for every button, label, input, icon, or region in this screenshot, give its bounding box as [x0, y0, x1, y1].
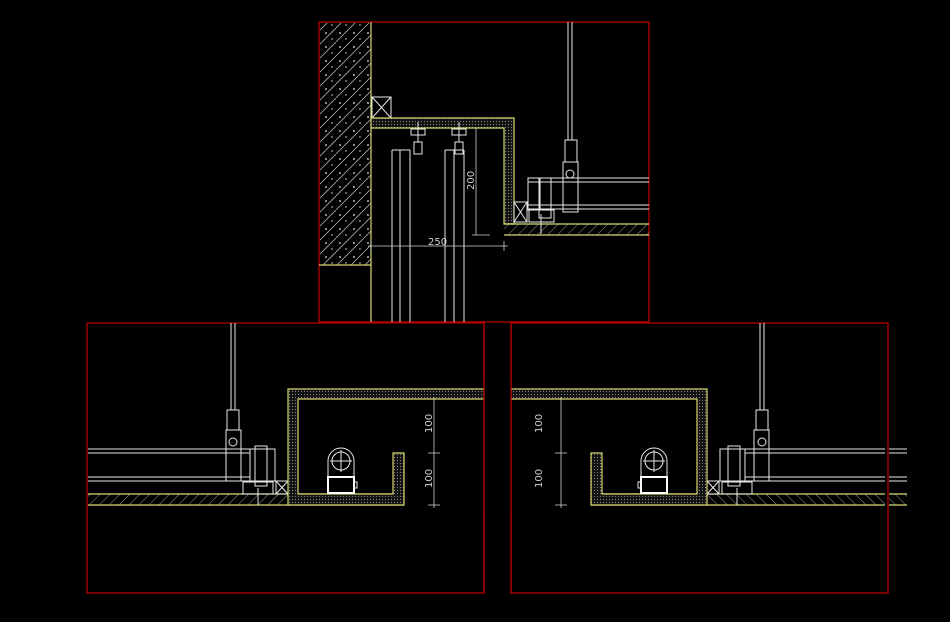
- dim-label-upper-right: 100: [534, 414, 545, 433]
- dimension-height: 200: [466, 128, 490, 236]
- concrete-wall: [320, 23, 371, 265]
- ceiling-hanger: [225, 323, 289, 505]
- curtain-track-2: [444, 122, 467, 322]
- viewport-frame-bottom-left: [86, 322, 485, 594]
- dim-label-250: 250: [428, 237, 447, 248]
- dimension-width: 250: [368, 237, 508, 251]
- dim-label-lower-right: 100: [534, 469, 545, 488]
- dimension-vertical: [428, 397, 440, 508]
- dim-label-upper-left: 100: [424, 414, 435, 433]
- trough-board: [287, 388, 485, 506]
- top-detail-curtain-box: 200 250: [318, 21, 650, 323]
- timber-block: [371, 96, 392, 119]
- curtain-track-1: [391, 122, 426, 322]
- viewport-frame-top: [318, 21, 650, 323]
- ceiling-hatch: [88, 494, 288, 505]
- dim-label-200: 200: [466, 171, 477, 190]
- bottom-right-light-trough: [510, 322, 908, 509]
- ceiling-hatch: [504, 224, 649, 235]
- dim-label-lower-left: 100: [424, 469, 435, 488]
- light-fixture: [327, 447, 358, 494]
- ceiling-hanger-top: [513, 22, 649, 234]
